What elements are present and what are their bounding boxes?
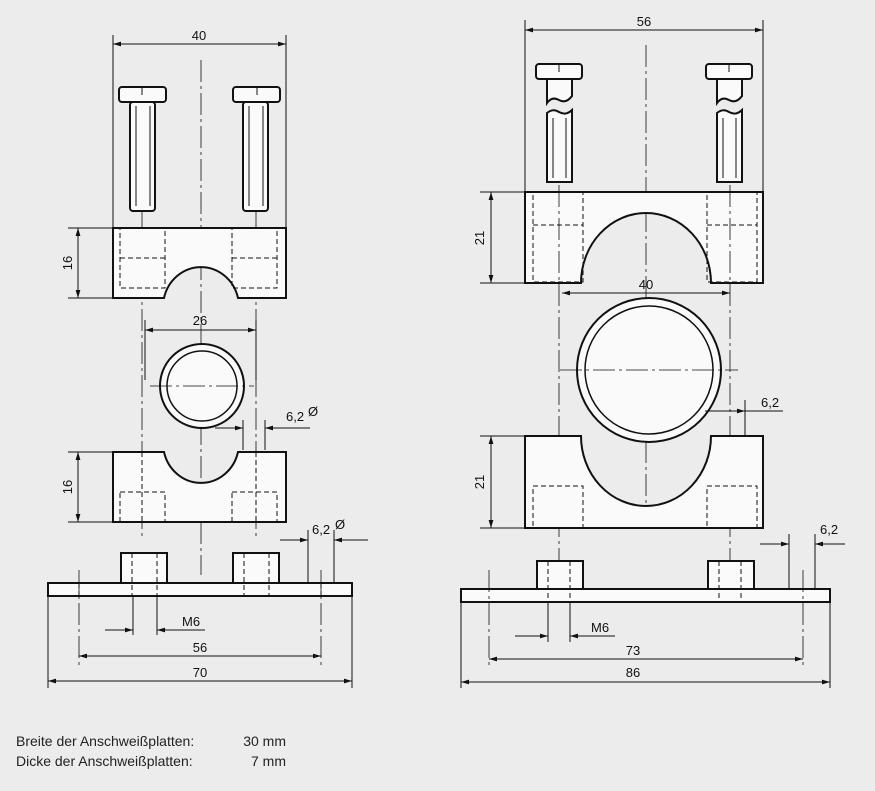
note-width-value: 30 mm: [243, 733, 286, 749]
right-width-top-label: 56: [637, 14, 651, 29]
plate-notes: Breite der Anschweißplatten: 30 mm Dicke…: [16, 731, 286, 771]
left-hole-upper-label: 6,2: [286, 409, 304, 424]
left-thread-label: M6: [182, 614, 200, 629]
note-width-label: Breite der Anschweißplatten:: [16, 733, 195, 749]
left-hole-spacing-label: 56: [193, 640, 207, 655]
left-pipe: [150, 343, 254, 429]
right-hole-spacing-label: 73: [626, 643, 640, 658]
note-row-width: Breite der Anschweißplatten: 30 mm: [16, 731, 286, 751]
left-clamp-drawing: 40 16 26: [47, 28, 368, 688]
left-hole-plate-label: 6,2: [312, 522, 330, 537]
left-hole-upper-diameter-symbol: Ø: [308, 404, 318, 419]
right-bore-label: 40: [639, 277, 653, 292]
right-weld-plate: [460, 588, 831, 603]
left-bore-label: 26: [193, 313, 207, 328]
left-nut-2: [232, 552, 280, 584]
note-row-thickness: Dicke der Anschweißplatten: 7 mm: [16, 751, 286, 771]
left-upper-clamp: [112, 227, 287, 299]
right-lower-clamp: [524, 435, 764, 529]
left-width-top-label: 40: [192, 28, 206, 43]
left-hole-plate-diameter-symbol: Ø: [335, 517, 345, 532]
left-height-lower-label: 16: [60, 480, 75, 494]
right-height-upper-label: 21: [472, 231, 487, 245]
right-nut-2: [707, 560, 755, 590]
right-height-lower-label: 21: [472, 475, 487, 489]
right-pipe: [560, 297, 738, 443]
left-plate-length-label: 70: [193, 665, 207, 680]
right-clamp-drawing: 56 21 40: [460, 14, 845, 688]
right-screws: [535, 63, 753, 183]
right-plate-length-label: 86: [626, 665, 640, 680]
left-weld-plate: [47, 582, 353, 597]
right-hole-upper-label: 6,2: [761, 395, 779, 410]
right-nut-1: [536, 560, 584, 590]
left-nut-1: [120, 552, 168, 584]
left-lower-clamp: [112, 451, 287, 523]
note-thickness-value: 7 mm: [251, 753, 286, 769]
left-screws: [118, 86, 281, 212]
right-hole-plate-label: 6,2: [820, 522, 838, 537]
right-thread-label: M6: [591, 620, 609, 635]
left-height-upper-label: 16: [60, 256, 75, 270]
right-upper-clamp: [524, 191, 764, 284]
note-thickness-label: Dicke der Anschweißplatten:: [16, 753, 193, 769]
